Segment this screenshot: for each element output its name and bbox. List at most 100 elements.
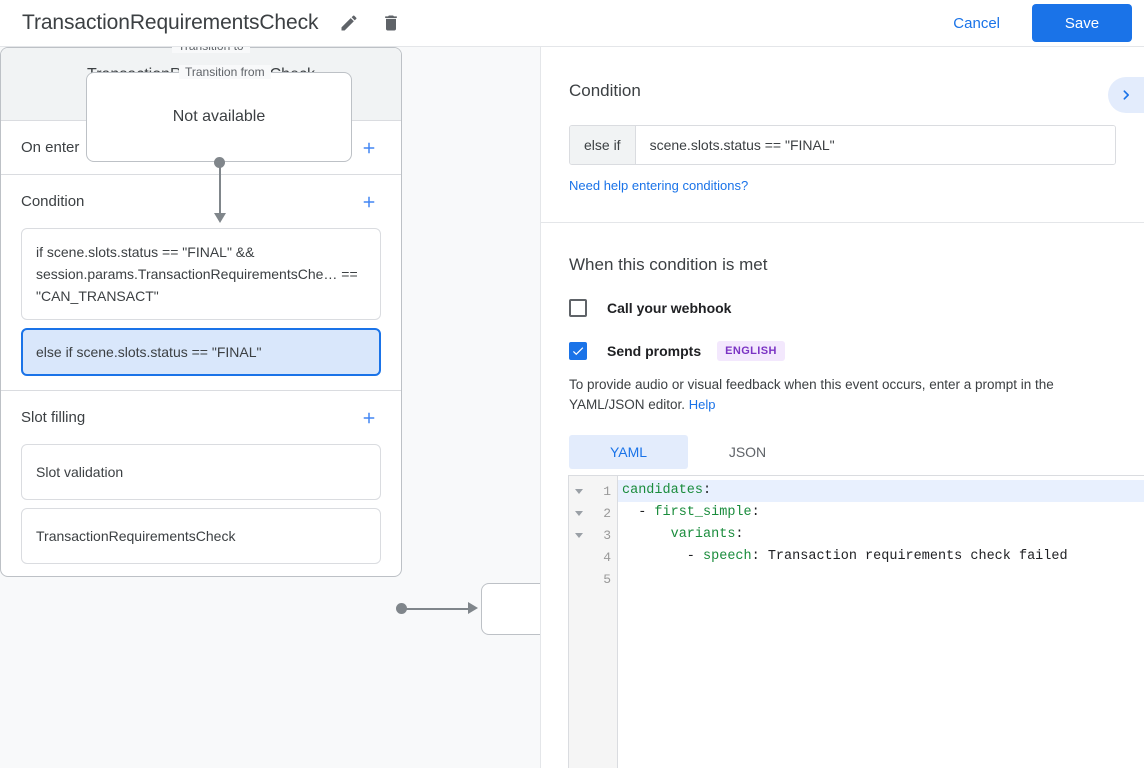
transition-from-card: Transition from Not available — [86, 65, 352, 162]
connector-line-horizontal — [406, 608, 470, 610]
editor-gutter: 1 2 3 4 5 — [569, 476, 618, 768]
chevron-down-icon — [574, 488, 583, 494]
connector-arrow-right — [468, 602, 478, 614]
condition-field-row: else if — [569, 125, 1116, 165]
send-prompts-label: Send prompts — [607, 343, 702, 359]
fold-triangle-icon[interactable] — [569, 532, 589, 538]
condition-input[interactable] — [635, 126, 1115, 164]
yaml-key-token: first_simple — [654, 505, 752, 520]
panel-divider — [541, 222, 1144, 223]
plus-icon — [363, 142, 375, 153]
save-button[interactable]: Save — [1032, 4, 1132, 42]
editor-indent: - — [622, 505, 655, 520]
editor-indent — [622, 527, 671, 542]
condition-operator-label: else if — [570, 126, 636, 164]
yaml-colon-token: : — [735, 527, 744, 542]
editor-code-line[interactable] — [618, 568, 1144, 590]
slot-filling-item[interactable]: Slot validation — [21, 444, 381, 500]
condition-help-link[interactable]: Need help entering conditions? — [569, 178, 749, 193]
transition-to-legend: Transition to — [172, 47, 250, 53]
yaml-value-token: Transaction requirements check failed — [759, 549, 1068, 564]
expand-panel-button[interactable] — [1108, 77, 1144, 113]
condition-met-title: When this condition is met — [569, 255, 768, 274]
add-slot-filling-button[interactable] — [357, 406, 381, 430]
condition-item-selected[interactable]: else if scene.slots.status == "FINAL" — [21, 328, 381, 376]
editor-line-number: 1 — [603, 483, 611, 499]
chevron-down-icon — [574, 510, 583, 516]
yaml-key-token: speech — [703, 549, 752, 564]
editor-gutter-row: 3 — [569, 524, 617, 546]
send-prompts-checkbox[interactable] — [569, 342, 587, 360]
condition-item[interactable]: if scene.slots.status == "FINAL" && sess… — [21, 228, 381, 320]
tab-yaml[interactable]: YAML — [569, 435, 688, 469]
plus-icon — [363, 196, 375, 207]
cancel-button[interactable]: Cancel — [943, 7, 1010, 40]
section-title-slot-filling: Slot filling — [21, 409, 86, 426]
chevron-right-icon — [1123, 90, 1129, 100]
call-webhook-checkbox[interactable] — [569, 299, 587, 317]
yaml-colon-token: : — [703, 483, 712, 498]
connector-line-vertical — [219, 162, 221, 217]
transition-from-legend: Transition from — [179, 65, 271, 79]
editor-code-line[interactable]: variants: — [618, 524, 1144, 546]
section-header-condition: Condition — [21, 175, 381, 228]
edit-name-button[interactable] — [334, 8, 364, 38]
prompts-description-text: To provide audio or visual feedback when… — [569, 377, 1054, 412]
language-badge: ENGLISH — [717, 341, 785, 361]
editor-gutter-row: 4 — [569, 546, 617, 568]
prompts-description: To provide audio or visual feedback when… — [569, 375, 1116, 415]
yaml-key-token: variants — [670, 527, 736, 542]
condition-section-title: Condition — [569, 81, 641, 100]
editor-line-number: 2 — [603, 505, 611, 521]
condition-section: Condition else if Need help entering con… — [541, 47, 1144, 195]
prompts-help-link[interactable]: Help — [688, 397, 716, 412]
tab-json[interactable]: JSON — [728, 444, 767, 460]
checkmark-icon — [572, 347, 584, 356]
section-slot-filling: Slot filling Slot validation Transaction… — [1, 391, 401, 576]
section-header-slot-filling: Slot filling — [21, 391, 381, 444]
section-title-on-enter: On enter — [21, 139, 80, 156]
editor-gutter-row: 5 — [569, 568, 617, 590]
transition-from-value: Not available — [172, 108, 266, 125]
call-webhook-label: Call your webhook — [607, 300, 732, 316]
condition-met-section: When this condition is met Call your web… — [541, 223, 1144, 469]
delete-button[interactable] — [376, 8, 406, 38]
flow-canvas[interactable]: Transition from Not available Transition… — [0, 47, 540, 768]
yaml-colon-token: : — [751, 505, 760, 520]
webhook-row[interactable]: Call your webhook — [569, 299, 1116, 317]
section-title-condition: Condition — [21, 193, 85, 210]
add-condition-button[interactable] — [357, 190, 381, 214]
editor-format-tabs: YAML JSON — [569, 435, 1116, 469]
add-on-enter-button[interactable] — [357, 136, 381, 160]
editor-line-number: 4 — [603, 549, 611, 565]
trash-icon — [385, 15, 398, 31]
section-condition: Condition if scene.slots.status == "FINA… — [1, 175, 401, 391]
chevron-down-icon — [574, 532, 583, 538]
editor-code-area[interactable]: candidates: - first_simple: variants: - … — [618, 476, 1144, 768]
editor-line-number: 5 — [603, 571, 611, 587]
editor-gutter-row: 1 — [569, 480, 617, 502]
yaml-colon-token: : — [751, 549, 760, 564]
fold-triangle-icon[interactable] — [569, 510, 589, 516]
editor-code-line[interactable]: - first_simple: — [618, 502, 1144, 524]
section-header-on-enter: On enter — [21, 121, 381, 174]
connector-arrow-down — [214, 213, 226, 223]
editor-line-number: 3 — [603, 527, 611, 543]
editor-code-line[interactable]: - speech: Transaction requirements check… — [618, 546, 1144, 568]
connector-dot-outgoing — [396, 603, 407, 614]
editor-code-line[interactable]: candidates: — [618, 480, 1144, 502]
editor-indent: - — [622, 549, 704, 564]
top-app-bar: TransactionRequirementsCheck Cancel Save — [0, 0, 1144, 47]
slot-filling-item[interactable]: TransactionRequirementsCheck — [21, 508, 381, 564]
condition-help-row: Need help entering conditions? — [569, 177, 1116, 195]
pencil-icon — [341, 15, 357, 31]
yaml-editor[interactable]: 1 2 3 4 5 candidates: - first_simple: varian… — [568, 475, 1144, 768]
yaml-key-token: candidates — [622, 483, 704, 498]
send-prompts-row[interactable]: Send prompts ENGLISH — [569, 341, 1116, 361]
plus-icon — [363, 412, 375, 423]
editor-gutter-row: 2 — [569, 502, 617, 524]
page-title: TransactionRequirementsCheck — [22, 11, 319, 34]
target-node-stub[interactable] — [481, 583, 540, 635]
section-on-enter: On enter — [1, 121, 401, 175]
fold-triangle-icon[interactable] — [569, 488, 589, 494]
